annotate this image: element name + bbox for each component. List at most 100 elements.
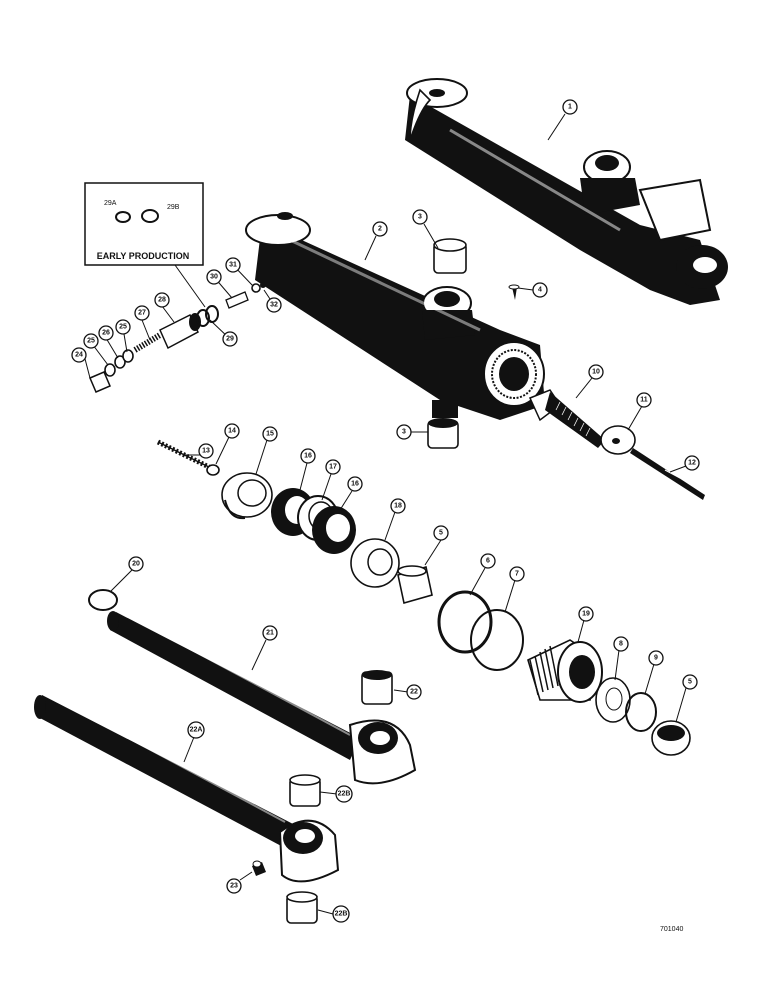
- early-production-inset: 29A 29B EARLY PRODUCTION: [84, 182, 206, 308]
- svg-text:28: 28: [158, 297, 166, 304]
- callout-13: 13: [198, 443, 214, 459]
- svg-text:19: 19: [582, 611, 590, 618]
- seal-16-right: [312, 506, 356, 554]
- o-ring-6: [437, 590, 493, 654]
- svg-text:6: 6: [486, 558, 490, 565]
- svg-text:16: 16: [304, 453, 312, 460]
- svg-text:25: 25: [119, 324, 127, 331]
- pin-12: [630, 448, 705, 500]
- svg-text:3: 3: [418, 214, 422, 221]
- callout-2: 2: [372, 221, 388, 237]
- bushing-22b-lower: [286, 891, 318, 924]
- svg-text:15: 15: [266, 431, 274, 438]
- callout-16-right: 16: [347, 476, 363, 492]
- callout-23: 23: [226, 878, 242, 894]
- svg-text:4: 4: [538, 287, 542, 294]
- callout-26: 26: [98, 325, 114, 341]
- callout-16-left: 16: [300, 448, 316, 464]
- callout-5-lower: 5: [682, 674, 698, 690]
- leader-lines: [83, 113, 687, 915]
- bushing-5-lower: [651, 720, 691, 756]
- callout-18: 18: [390, 498, 406, 514]
- callout-22: 22: [406, 684, 422, 700]
- svg-text:9: 9: [654, 655, 658, 662]
- relief-valve-assembly: [89, 282, 266, 393]
- o-ring-29a: [115, 211, 131, 223]
- svg-text:14: 14: [228, 428, 236, 435]
- washer-9: [625, 692, 657, 732]
- svg-text:18: 18: [394, 503, 402, 510]
- inset-label: EARLY PRODUCTION: [97, 251, 190, 261]
- inset-part-29a: 29A: [104, 200, 117, 207]
- svg-text:27: 27: [138, 310, 146, 317]
- gland-19: [527, 639, 603, 703]
- svg-text:17: 17: [329, 464, 337, 471]
- bushing-3-upper: [433, 238, 467, 274]
- callout-29: 29: [222, 331, 238, 347]
- washer-11: [600, 425, 636, 455]
- callout-4: 4: [532, 282, 548, 298]
- callout-27: 27: [134, 305, 150, 321]
- svg-text:26: 26: [102, 330, 110, 337]
- callout-25-left: 25: [83, 333, 99, 349]
- callout-10: 10: [588, 364, 604, 380]
- svg-text:30: 30: [210, 274, 218, 281]
- svg-text:21: 21: [266, 630, 274, 637]
- svg-text:22B: 22B: [338, 791, 351, 798]
- callout-31: 31: [225, 257, 241, 273]
- piston-18: [350, 538, 400, 588]
- callout-12: 12: [684, 455, 700, 471]
- callout-22b-lower: 22B: [332, 905, 350, 923]
- callout-7: 7: [509, 566, 525, 582]
- callout-3-lower: 3: [396, 424, 412, 440]
- svg-text:5: 5: [439, 530, 443, 537]
- svg-text:1: 1: [568, 104, 572, 111]
- svg-text:32: 32: [270, 302, 278, 309]
- svg-text:16: 16: [351, 481, 359, 488]
- cylinder-barrel-2: [245, 212, 545, 420]
- callout-9: 9: [648, 650, 664, 666]
- callout-5-upper: 5: [433, 525, 449, 541]
- piston-rod-22a: [34, 695, 340, 883]
- callout-17: 17: [325, 459, 341, 475]
- washer-8: [595, 677, 631, 723]
- svg-text:12: 12: [688, 460, 696, 467]
- callout-22a: 22A: [187, 721, 205, 739]
- ball-14: [206, 464, 220, 476]
- svg-text:2: 2: [378, 226, 382, 233]
- washer-20: [88, 589, 118, 611]
- svg-text:10: 10: [592, 369, 600, 376]
- svg-text:5: 5: [688, 679, 692, 686]
- piston-rod-21: [107, 611, 417, 785]
- callout-15: 15: [262, 426, 278, 442]
- svg-text:23: 23: [230, 883, 238, 890]
- svg-text:11: 11: [640, 397, 648, 404]
- spring-13: [156, 439, 217, 473]
- bushing-5-upper: [397, 565, 433, 605]
- bushing-3-lower: [427, 418, 459, 449]
- svg-text:25: 25: [87, 338, 95, 345]
- callout-3-upper: 3: [412, 209, 428, 225]
- backup-ring-7: [470, 609, 524, 671]
- inset-part-29b: 29B: [167, 204, 180, 211]
- cap-24: [89, 371, 111, 393]
- svg-text:20: 20: [132, 561, 140, 568]
- callout-24: 24: [71, 347, 87, 363]
- callouts: 1 2 3 3 4 5 5 6 7 8 9 10 11 12 13 14 15 …: [71, 99, 700, 923]
- callout-30: 30: [206, 269, 222, 285]
- callout-28: 28: [154, 292, 170, 308]
- callout-19: 19: [578, 606, 594, 622]
- callout-1: 1: [562, 99, 578, 115]
- bushing-22: [361, 670, 393, 705]
- svg-text:3: 3: [402, 429, 406, 436]
- backup-ring-29b: [141, 209, 159, 223]
- svg-text:8: 8: [619, 641, 623, 648]
- piston-15: [221, 472, 273, 520]
- callout-20: 20: [128, 556, 144, 572]
- callout-6: 6: [480, 553, 496, 569]
- svg-text:24: 24: [75, 352, 83, 359]
- svg-text:13: 13: [202, 448, 210, 455]
- bushing-22b-upper: [289, 774, 321, 807]
- callout-11: 11: [636, 392, 652, 408]
- callout-8: 8: [613, 636, 629, 652]
